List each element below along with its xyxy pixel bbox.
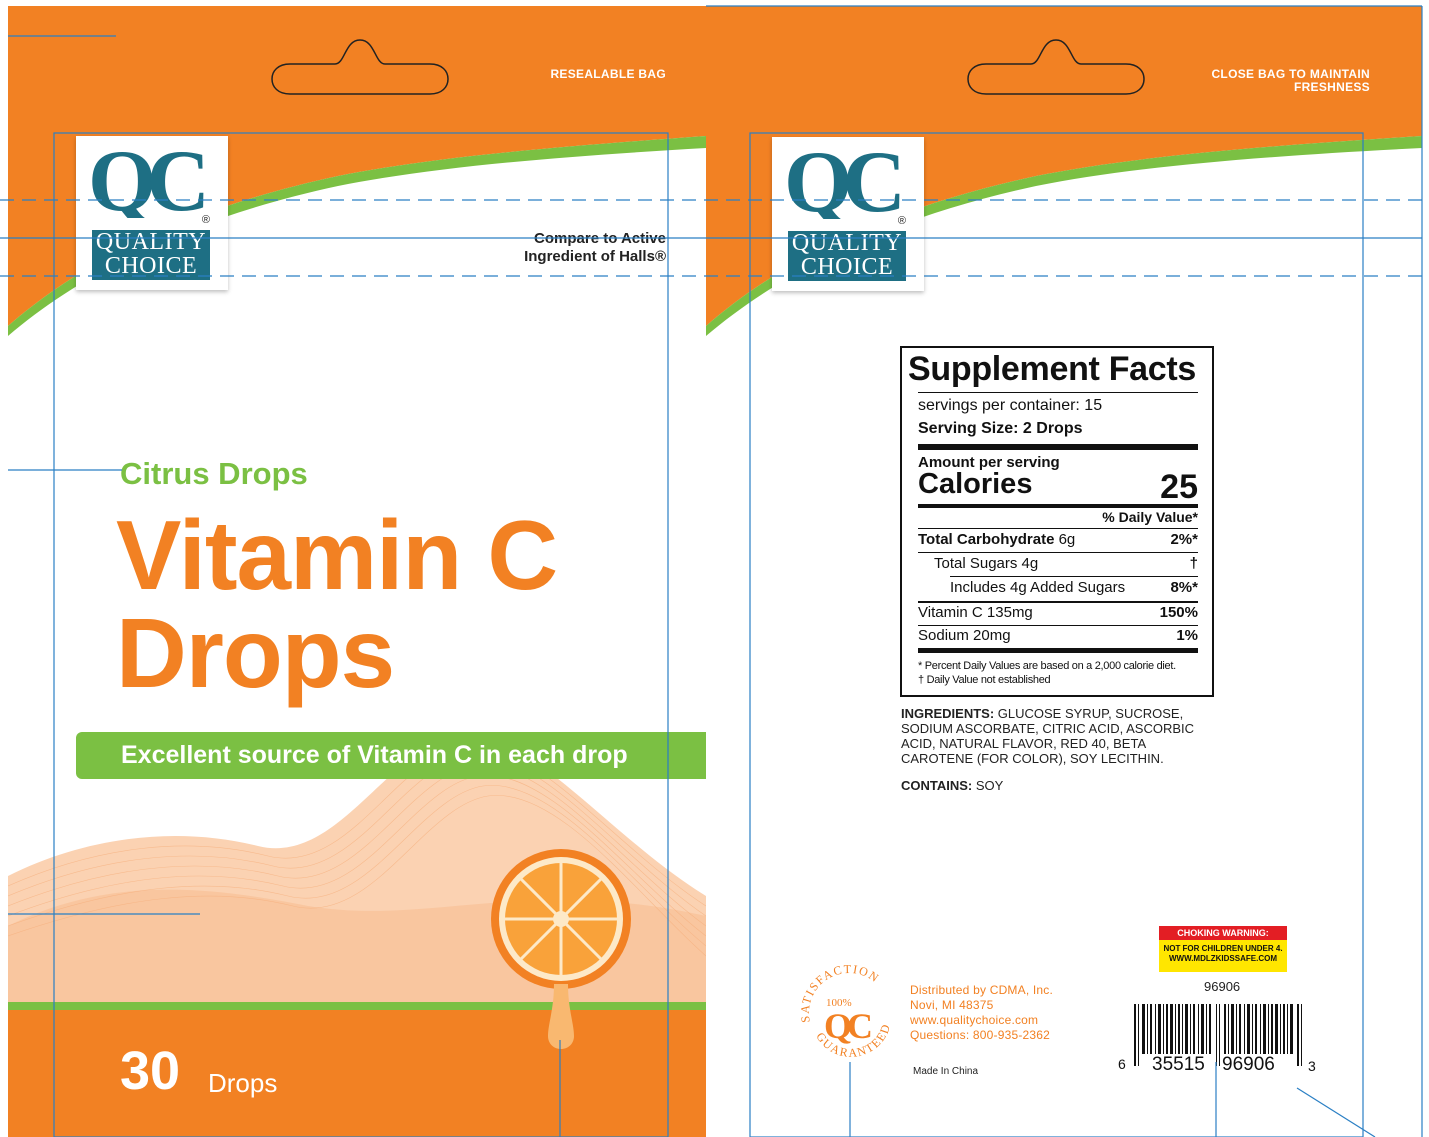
barcode-digit-first: 6 <box>1118 1056 1126 1072</box>
sf-rule <box>918 552 1198 553</box>
close-bag-note: CLOSE BAG TO MAINTAIN FRESHNESS <box>1176 68 1370 94</box>
allergen-statement: CONTAINS: SOY <box>901 778 1003 793</box>
seal-qc: QC <box>824 1006 871 1046</box>
back-brand-line-1: QUALITY <box>791 230 903 256</box>
sf-medium-rule <box>918 504 1198 508</box>
footnote-not-established: † Daily Value not established <box>918 674 1051 686</box>
back-quality-choice-band: QUALITY CHOICE <box>788 231 906 281</box>
nutrient-dv: 2%* <box>1170 531 1198 548</box>
nutrient-row-sodium: Sodium 20mg 1% <box>918 627 1198 644</box>
resealable-note: RESEALABLE BAG <box>550 67 666 81</box>
back-panel: CLOSE BAG TO MAINTAIN FRESHNESS QC ® QUA… <box>706 6 1422 1137</box>
back-brand-line-2: CHOICE <box>800 254 894 280</box>
barcode-digits-left: 35515 <box>1152 1054 1205 1076</box>
ingredients-statement: INGREDIENTS: GLUCOSE SYRUP, SUCROSE, SOD… <box>901 706 1221 766</box>
nutrient-dv: 150% <box>1159 604 1198 621</box>
hang-hole-icon <box>271 39 449 95</box>
count-number: 30 <box>120 1041 181 1101</box>
nutrient-dv: † <box>1189 555 1198 572</box>
choking-line-1: NOT FOR CHILDREN UNDER 4. <box>1163 944 1283 953</box>
back-qc-mark: QC <box>784 139 909 219</box>
product-name-line-2: Drops <box>116 598 395 708</box>
contains-text: SOY <box>972 778 1004 793</box>
flavor-label: Citrus Drops <box>120 456 308 491</box>
back-hang-hole-icon <box>967 39 1145 95</box>
nutrient-dv: 1% <box>1176 627 1198 644</box>
choking-warning-header: CHOKING WARNING: <box>1159 926 1287 940</box>
nutrient-row-carbohydrate: Total Carbohydrate 6g 2%* <box>918 531 1198 548</box>
product-name-line-1: Vitamin C <box>116 500 558 610</box>
distributor-website[interactable]: www.qualitychoice.com <box>910 1013 1039 1027</box>
distributor-line: Distributed by CDMA, Inc. <box>910 983 1054 997</box>
nutrient-bold-label: Total Carbohydrate <box>918 531 1055 548</box>
front-panel: RESEALABLE BAG QC ® QUALITY CHOICE Compa… <box>8 6 706 1137</box>
qc-mark: QC <box>88 138 213 218</box>
supplement-facts-title: Supplement Facts <box>908 350 1197 388</box>
nutrient-label: Vitamin C 135mg <box>918 604 1033 621</box>
back-qc-letters: QC <box>784 139 899 219</box>
nutrient-label: Includes 4g Added Sugars <box>950 579 1126 596</box>
supplement-facts-panel: Supplement Facts servings per container:… <box>900 346 1214 697</box>
barcode-digit-last: 3 <box>1308 1058 1316 1074</box>
item-number: 96906 <box>1204 979 1241 994</box>
count-unit: Drops <box>208 1068 278 1098</box>
claim-banner: Excellent source of Vitamin C in each dr… <box>76 732 706 779</box>
choking-line-2: WWW.MDLZKIDSSAFE.COM <box>1169 954 1277 963</box>
sf-thick-rule <box>918 648 1198 653</box>
daily-value-header: % Daily Value* <box>1102 509 1198 525</box>
sf-rule <box>918 392 1198 393</box>
nutrient-row-sugars: Total Sugars 4g † <box>918 555 1198 572</box>
quality-choice-band: QUALITY CHOICE <box>92 230 210 280</box>
footnote-daily-values: * Percent Daily Values are based on a 2,… <box>918 660 1176 672</box>
calories-row: Calories 25 <box>918 468 1198 506</box>
back-registered-mark: ® <box>897 215 906 227</box>
sf-rule <box>918 601 1198 603</box>
orange-slice-icon <box>491 849 631 1049</box>
claim-text: Excellent source of Vitamin C in each dr… <box>121 741 628 769</box>
brand-logo: QC ® QUALITY CHOICE <box>76 136 228 290</box>
ingredients-label: INGREDIENTS: <box>901 706 995 721</box>
sf-thick-rule <box>918 444 1198 450</box>
sf-rule <box>950 576 1198 577</box>
distributor-info: Distributed by CDMA, Inc. Novi, MI 48375… <box>910 983 1053 1043</box>
compare-statement: Compare to Active Ingredient of Halls® <box>438 230 666 266</box>
close-note-line-2: FRESHNESS <box>1293 80 1370 94</box>
nutrient-label: Total Sugars 4g <box>934 555 1039 572</box>
contains-label: CONTAINS: <box>901 778 973 793</box>
back-brand-logo: QC ® QUALITY CHOICE <box>772 137 924 291</box>
nutrient-label: 6g <box>1054 531 1076 548</box>
nutrient-label: Sodium 20mg <box>918 627 1011 644</box>
calories-label: Calories <box>918 468 1033 500</box>
nutrient-row-added-sugars: Includes 4g Added Sugars 8%* <box>918 579 1198 596</box>
distributor-phone: Questions: 800-935-2362 <box>910 1028 1051 1042</box>
registered-mark: ® <box>201 214 210 226</box>
calories-value: 25 <box>1160 468 1198 506</box>
satisfaction-guaranteed-seal-icon: SATISFACTION GUARANTEED 100% QC <box>798 964 892 1060</box>
country-of-origin: Made In China <box>913 1066 979 1077</box>
nutrient-row-vitamin-c: Vitamin C 135mg 150% <box>918 604 1198 621</box>
serving-size: Serving Size: 2 Drops <box>918 420 1083 437</box>
compare-line-1: Compare to Active <box>534 230 666 247</box>
barcode-digits-right: 96906 <box>1222 1054 1275 1076</box>
compare-line-2: Ingredient of Halls® <box>524 248 666 265</box>
servings-per-container: servings per container: 15 <box>918 397 1103 414</box>
distributor-line: Novi, MI 48375 <box>910 998 994 1012</box>
brand-line-2: CHOICE <box>104 253 198 279</box>
choking-warning-box: CHOKING WARNING: NOT FOR CHILDREN UNDER … <box>1159 926 1287 972</box>
sf-rule <box>918 528 1198 529</box>
choking-warning-text: NOT FOR CHILDREN UNDER 4. WWW.MDLZKIDSSA… <box>1159 944 1287 964</box>
qc-letters: QC <box>88 138 203 218</box>
sf-rule <box>918 625 1198 626</box>
close-note-line-1: CLOSE BAG TO MAINTAIN <box>1211 67 1370 81</box>
brand-line-1: QUALITY <box>95 229 207 255</box>
nutrient-dv: 8%* <box>1170 579 1198 596</box>
